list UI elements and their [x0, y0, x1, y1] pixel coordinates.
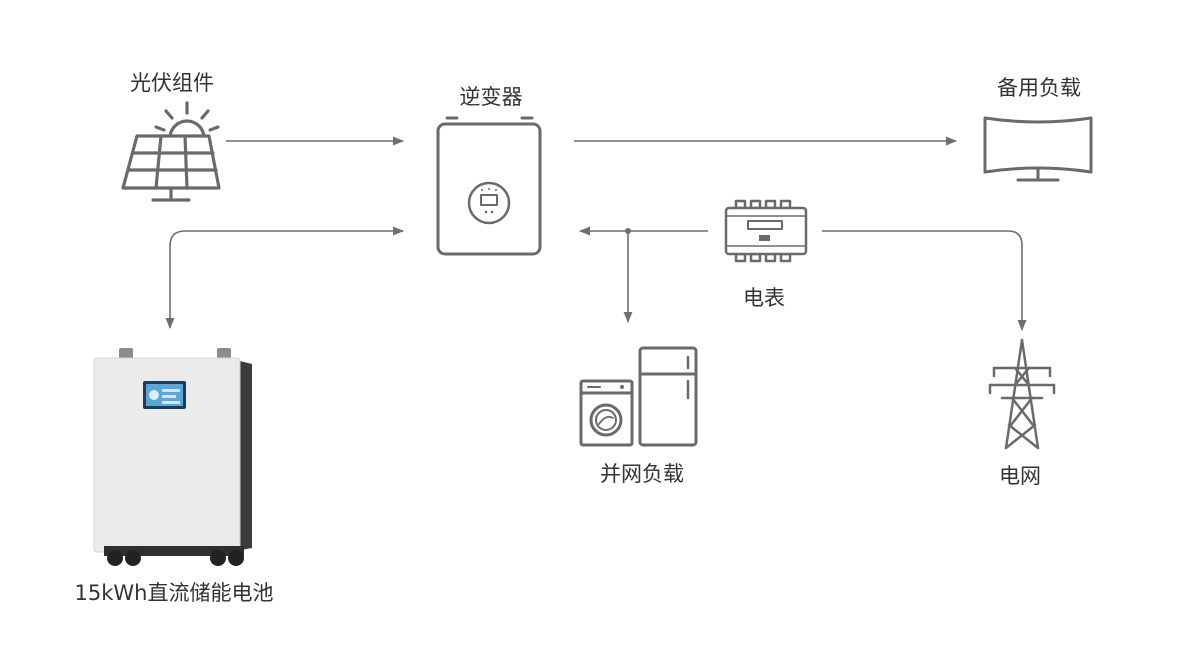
appliances-icon	[579, 346, 698, 447]
meter-label: 电表	[743, 286, 785, 310]
meter-to-grid-arrow	[822, 230, 1027, 332]
inverter-label: 逆变器	[459, 85, 523, 109]
grid-load-label: 并网负载	[600, 462, 684, 486]
battery-label: 15kWh直流储能电池	[74, 581, 274, 605]
backup-load-label: 备用负载	[997, 76, 1081, 100]
electric-meter-icon	[724, 199, 808, 263]
connections	[165, 136, 1027, 332]
power-tower-icon	[988, 338, 1056, 450]
monitor-icon	[983, 116, 1093, 182]
inverter-icon	[436, 116, 542, 256]
junction-dot	[625, 228, 631, 234]
inverter-battery-arrow	[165, 226, 405, 330]
solar-label: 光伏组件	[130, 71, 214, 95]
solar-panel-icon	[121, 101, 221, 202]
battery-unit-image	[93, 348, 252, 566]
grid-label: 电网	[999, 464, 1041, 488]
